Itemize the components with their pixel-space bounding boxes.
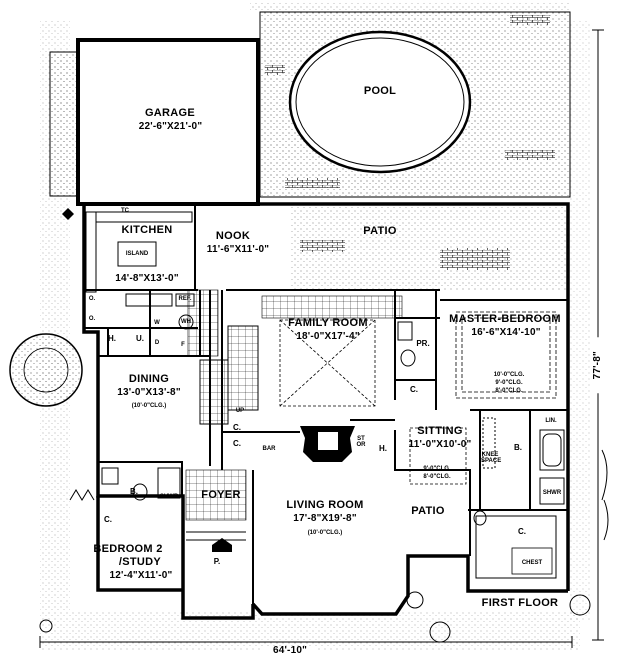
family-room-ceiling [279,319,376,407]
kitchen-dims: 14'-8"X13'-0" [115,273,179,284]
wh-label: WH [181,319,191,325]
island-label: ISLAND [125,251,149,257]
master-ceiling-2: 9'-0"CLG. [495,380,523,386]
hall-closet-label: H. [379,444,387,453]
fireplace [300,426,355,462]
stair-closet-label-1: C. [233,423,241,432]
foyer-label: FOYER [201,489,241,501]
linen-label: LIN. [545,418,557,424]
master-ceiling-1: 10'-0"CLG. [493,372,525,378]
oven-label-2: O. [88,316,96,322]
interior-walls [84,204,568,604]
nook-label: NOOK [215,230,251,242]
pool-outline [288,30,472,174]
pool-deck [259,11,571,198]
kitchen-label: KITCHEN [121,224,173,236]
walk-in-closet [475,515,557,579]
bedroom2-label2: /STUDY [118,556,162,568]
sitting-ceiling [409,427,467,485]
powder-room-label: PR. [416,339,430,348]
kitchen-fixtures [85,211,195,330]
master-ceiling-3: 8'-0"CLG. [495,388,523,394]
sitting-dims: 11'-0"X10'-0" [408,439,472,450]
bar-label: BAR [262,446,276,452]
sitting-ceiling-2: 8'-0"CLG. [423,474,451,480]
tc-label: TC [121,208,129,214]
garage-walls [49,38,260,206]
master-bedroom-label: MASTER-BEDROOM [449,313,561,325]
dining-dims: 13'-0"X13'-8" [117,387,181,398]
pool-label: POOL [363,85,397,97]
entry-arrow [212,538,232,552]
garage-dims: 22'-6"X21'-0" [138,121,203,132]
bed2-bath-fixtures [101,467,181,501]
storage-label: STOR [356,436,366,449]
stairs [185,289,403,521]
family-room-label: FAMILY ROOM [288,317,368,329]
up-label: UP [235,408,245,414]
living-room-dims: 17'-8"X19'-8" [293,513,357,524]
washer-label: W [154,320,160,326]
dining-ceiling: (10'-0"CLG.) [131,403,167,409]
family-room-dims: 18'-0"X17'-4" [296,331,360,342]
floor-label: FIRST FLOOR [481,597,559,609]
bedroom2-label: BEDROOM 2 [93,543,163,555]
master-shower-label: SHWR [542,490,562,496]
bed2-bath-label: B. [130,487,138,496]
garage-label: GARAGE [144,107,196,119]
patio-side-label: PATIO [411,505,445,517]
sitting-ceiling-1: 9'-0"CLG. [423,466,451,472]
master-bath-fixtures [397,321,565,526]
overall-depth: 77'-8" [592,337,604,394]
chest-label: CHEST [521,560,543,566]
nook-dims: 11'-6"X11'-0" [206,244,270,255]
master-bedroom-dims: 16'-6"X14'-10" [471,327,541,338]
porch-label: P. [213,557,221,566]
bed2-shower-label: SHWR [159,494,179,500]
dimension-lines [39,29,604,648]
patio-rear-label: PATIO [363,225,397,237]
u-label: U. [136,334,144,343]
rear-patio [290,206,566,290]
dining-label: DINING [128,373,170,385]
living-room-label: LIVING ROOM [286,499,364,511]
stair-closet-label-2: C. [233,439,241,448]
overall-width: 64'-10" [262,645,318,657]
f-label: F [181,342,185,348]
master-ceiling [455,311,557,399]
ref-label: REF. [178,296,192,302]
landscape [9,208,609,643]
tree [9,333,83,407]
master-bath-label: B. [514,443,522,452]
master-closet-label: C. [410,385,418,394]
living-room-ceiling: (10'-0"CLG.) [307,530,343,536]
walk-in-closet-label: C. [518,527,526,536]
bedroom2-dims: 12'-4"X11'-0" [109,570,173,581]
knee-space-label: KNEE SPACE [481,452,502,465]
h-label-laundry: H. [108,334,116,343]
bed2-closet-label: C. [104,515,112,524]
sitting-label: SITTING [417,425,463,437]
chest [511,547,553,575]
dryer-label: D [154,340,160,346]
house-walls [82,202,570,620]
oven-label-1: O. [88,296,96,302]
